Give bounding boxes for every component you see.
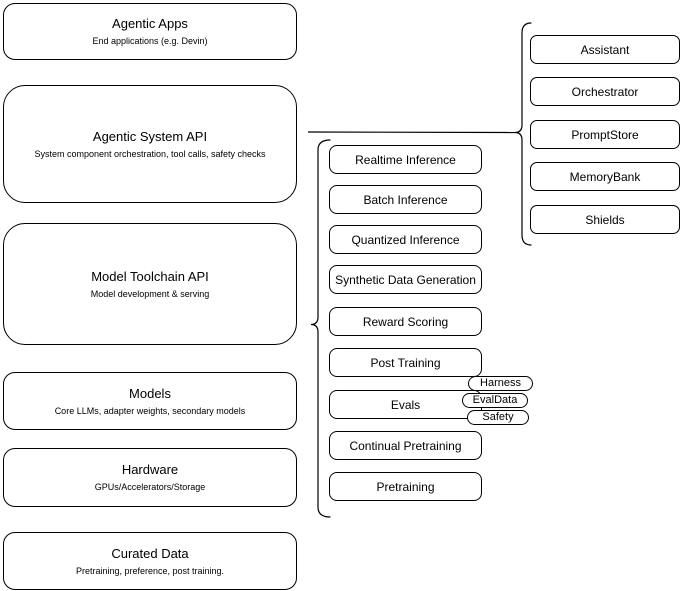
component-box-shields: Shields: [530, 205, 680, 234]
layer-subtitle: Core LLMs, adapter weights, secondary mo…: [54, 405, 246, 416]
layer-subtitle: Pretraining, preference, post training.: [75, 565, 225, 576]
service-box-pretraining: Pretraining: [329, 472, 482, 501]
service-box-continual-pretraining: Continual Pretraining: [329, 431, 482, 460]
service-box-realtime-inference: Realtime Inference: [329, 145, 482, 174]
layer-box-hardware: Hardware GPUs/Accelerators/Storage: [3, 448, 297, 507]
system-api-connector-line: [307, 131, 516, 134]
layer-title: Curated Data: [111, 545, 189, 561]
layer-title: Model Toolchain API: [91, 268, 209, 284]
component-box-promptstore: PromptStore: [530, 120, 680, 149]
component-box-memorybank: MemoryBank: [530, 162, 680, 191]
toolchain-brace: [310, 139, 331, 518]
component-box-orchestrator: Orchestrator: [530, 77, 680, 106]
layer-title: Hardware: [121, 462, 179, 477]
layer-box-models: Models Core LLMs, adapter weights, secon…: [3, 372, 297, 430]
layer-title: Agentic Apps: [112, 16, 188, 31]
service-box-quantized-inference: Quantized Inference: [329, 225, 482, 254]
layer-title: Agentic System API: [92, 128, 208, 144]
system-brace: [514, 22, 532, 246]
layer-box-agentic-system-api: Agentic System API System component orch…: [3, 85, 297, 203]
layer-subtitle: GPUs/Accelerators/Storage: [94, 482, 206, 492]
layer-box-agentic-apps: Agentic Apps End applications (e.g. Devi…: [3, 3, 297, 60]
component-box-assistant: Assistant: [530, 35, 680, 64]
service-box-synthetic-data-generation: Synthetic Data Generation: [329, 265, 482, 294]
layer-subtitle: Model development & serving: [90, 288, 210, 299]
service-box-post-training: Post Training: [329, 348, 482, 377]
layer-box-curated-data: Curated Data Pretraining, preference, po…: [3, 532, 297, 590]
layer-box-model-toolchain-api: Model Toolchain API Model development & …: [3, 223, 297, 345]
eval-pill-safety: Safety: [467, 410, 529, 425]
eval-pill-harness: Harness: [468, 376, 533, 391]
service-box-batch-inference: Batch Inference: [329, 185, 482, 214]
layer-subtitle: End applications (e.g. Devin): [92, 36, 208, 46]
service-box-reward-scoring: Reward Scoring: [329, 307, 482, 336]
eval-pill-evaldata: EvalData: [462, 393, 528, 408]
layer-title: Models: [129, 385, 171, 401]
service-box-evals: Evals: [329, 390, 482, 419]
layer-subtitle: System component orchestration, tool cal…: [34, 148, 266, 159]
